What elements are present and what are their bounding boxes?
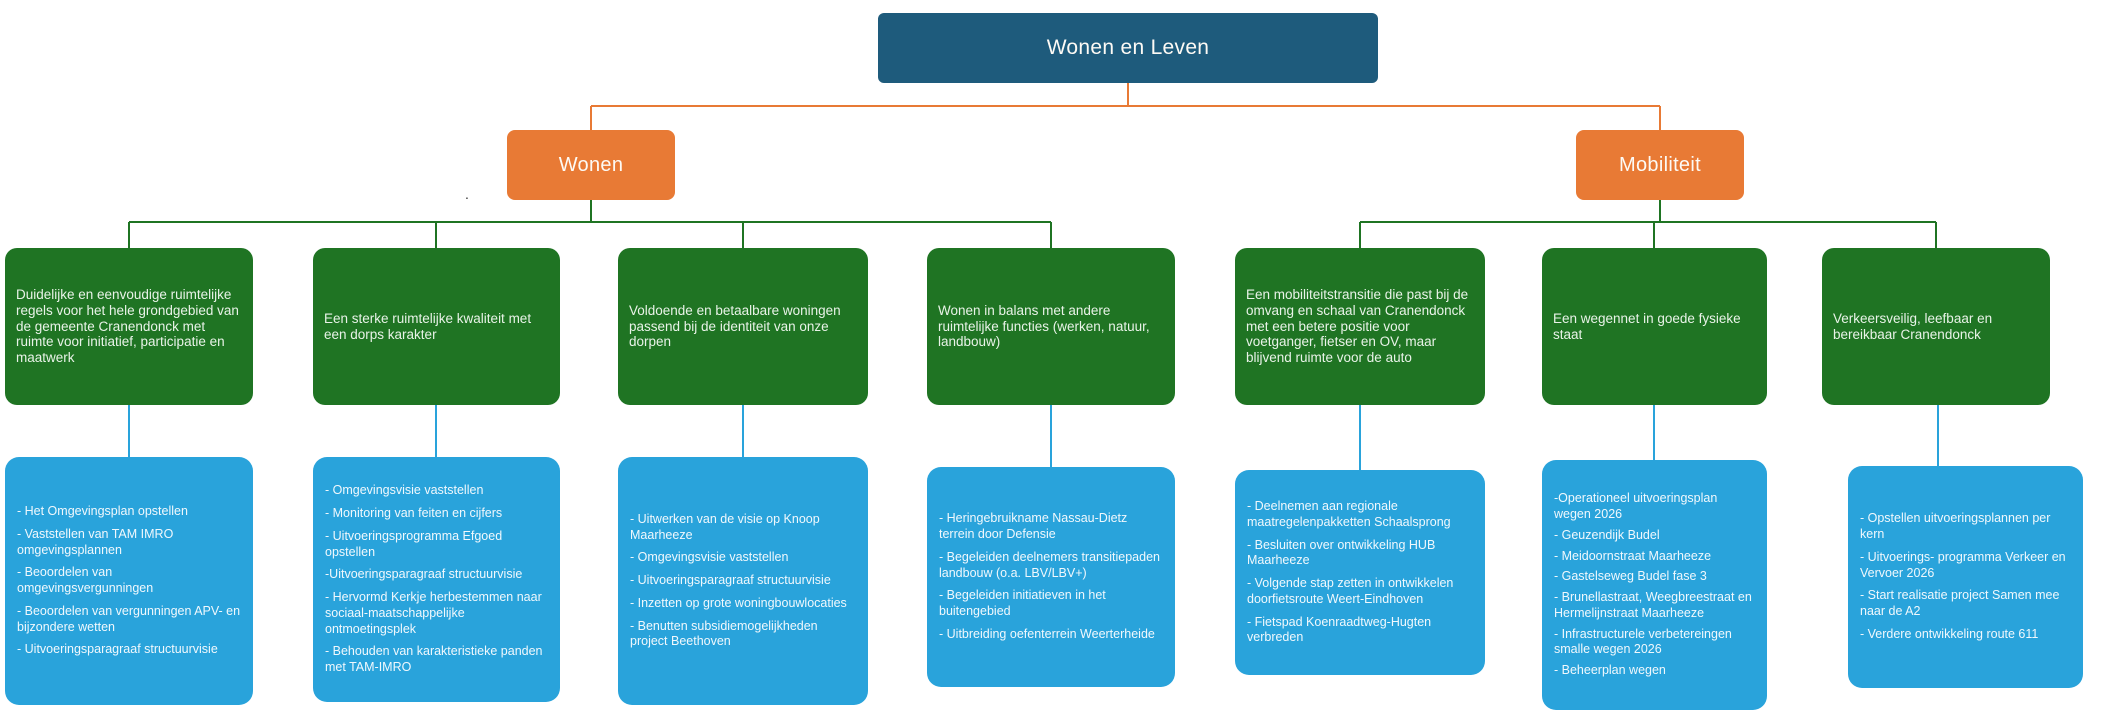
goal-text: Wonen in balans met andere ruimtelijke f… <box>938 302 1150 350</box>
action-item: - Meidoornstraat Maarheeze <box>1554 548 1712 563</box>
action-item: - Omgevingsvisie vaststellen <box>630 550 789 565</box>
root-label: Wonen en Leven <box>1046 36 1210 59</box>
action-item: - Uitvoeringsparagraaf structuurvisie <box>17 642 218 657</box>
goal-text: Duidelijke en eenvoudige ruimtelijke reg… <box>16 286 239 366</box>
actions-node-4: - Heringebruikname Nassau-Dietz terrein … <box>927 467 1175 687</box>
branch-node-mobiliteit: Mobiliteit <box>1576 130 1744 200</box>
actions-node-6: -Operationeel uitvoeringsplan wegen 2026… <box>1542 460 1767 710</box>
branch-label: Wonen <box>558 153 624 176</box>
goal-node-3: Voldoende en betaalbare woningen passend… <box>618 248 868 405</box>
goal-node-2: Een sterke ruimtelijke kwaliteit met een… <box>313 248 560 405</box>
goal-text: Verkeersveilig, leefbaar en bereikbaar C… <box>1833 310 1993 342</box>
action-item: - Inzetten op grote woningbouwlocaties <box>630 595 847 610</box>
actions-node-1: - Het Omgevingsplan opstellen - Vaststel… <box>5 457 253 705</box>
action-item: - Beoordelen van omgevingsvergunningen <box>17 565 154 595</box>
action-item: - Verdere ontwikkeling route 611 <box>1860 626 2039 641</box>
action-item: - Start realisatie project Samen mee naa… <box>1860 588 2060 619</box>
connector-wonen-to-goals <box>128 200 1052 248</box>
action-item: - Omgevingsvisie vaststellen <box>325 483 484 498</box>
goal-node-7: Verkeersveilig, leefbaar en bereikbaar C… <box>1822 248 2050 405</box>
goal-text: Een sterke ruimtelijke kwaliteit met een… <box>324 310 532 342</box>
goal-node-6: Een wegennet in goede fysieke staat <box>1542 248 1767 405</box>
action-item: - Deelnemen aan regionale maatregelenpak… <box>1247 499 1451 529</box>
action-item: - Uitvoeringsprogramma Efgoed opstellen <box>325 528 503 559</box>
actions-node-5: - Deelnemen aan regionale maatregelenpak… <box>1235 470 1485 675</box>
action-item: - Uitbreiding oefenterrein Weerterheide <box>939 626 1155 641</box>
action-item: -Operationeel uitvoeringsplan wegen 2026 <box>1554 491 1718 521</box>
action-item: - Begeleiden deelnemers transitiepaden l… <box>939 549 1160 580</box>
action-item: - Beoordelen van vergunningen APV- en bi… <box>17 603 241 634</box>
action-item: - Uitvoerings- programma Verkeer en Verv… <box>1860 549 2066 580</box>
stray-dot: . <box>465 186 469 202</box>
action-item: - Begeleiden initiatieven in het buiteng… <box>939 588 1106 619</box>
action-item: - Vaststellen van TAM IMRO omgevingsplan… <box>17 526 174 557</box>
connector-root-to-branches <box>590 83 1661 130</box>
action-item: - Heringebruikname Nassau-Dietz terrein … <box>939 511 1128 542</box>
action-item: - Volgende stap zetten in ontwikkelen do… <box>1247 576 1454 606</box>
action-item: - Gastelseweg Budel fase 3 <box>1554 569 1707 584</box>
action-item: - Besluiten over ontwikkeling HUB Maarhe… <box>1247 537 1436 568</box>
action-item: - Monitoring van feiten en cijfers <box>325 506 503 520</box>
goal-node-1: Duidelijke en eenvoudige ruimtelijke reg… <box>5 248 253 405</box>
connector-goals-to-actions <box>128 405 1939 470</box>
goal-node-4: Wonen in balans met andere ruimtelijke f… <box>927 248 1175 405</box>
branch-node-wonen: Wonen <box>507 130 675 200</box>
action-item: -Uitvoeringsparagraaf structuurvisie <box>325 567 523 582</box>
action-item: - Benutten subsidiemogelijkheden project… <box>630 618 818 649</box>
goal-text: Een wegennet in goede fysieke staat <box>1553 310 1741 342</box>
action-item: - Brunellastraat, Weegbreestraat en Herm… <box>1554 590 1752 620</box>
action-item: - Behouden van karakteristieke panden me… <box>325 644 543 674</box>
action-item: - Het Omgevingsplan opstellen <box>17 504 188 518</box>
root-node: Wonen en Leven <box>878 13 1378 83</box>
action-item: - Opstellen uitvoeringsplannen per kern <box>1860 511 2051 542</box>
action-item: - Uitvoeringsparagraaf structuurvisie <box>630 573 831 588</box>
action-item: - Infrastructurele verbetereingen smalle… <box>1554 626 1732 657</box>
connector-mobiliteit-to-goals <box>1359 200 1937 248</box>
goal-node-5: Een mobiliteitstransitie die past bij de… <box>1235 248 1485 405</box>
action-item: - Beheerplan wegen <box>1554 663 1666 677</box>
actions-node-2: - Omgevingsvisie vaststellen - Monitorin… <box>313 457 560 702</box>
actions-node-7: - Opstellen uitvoeringsplannen per kern … <box>1848 466 2083 688</box>
action-item: - Geuzendijk Budel <box>1554 527 1660 542</box>
goal-text: Een mobiliteitstransitie die past bij de… <box>1246 286 1469 366</box>
goal-text: Voldoende en betaalbare woningen passend… <box>629 302 841 350</box>
action-item: - Hervormd Kerkje herbestemmen naar soci… <box>325 590 542 636</box>
action-item: - Uitwerken van de visie op Knoop Maarhe… <box>630 511 820 542</box>
actions-node-3: - Uitwerken van de visie op Knoop Maarhe… <box>618 457 868 705</box>
branch-label: Mobiliteit <box>1619 153 1701 176</box>
action-item: - Fietspad Koenraadtweg-Hugten verbreden <box>1247 614 1432 645</box>
